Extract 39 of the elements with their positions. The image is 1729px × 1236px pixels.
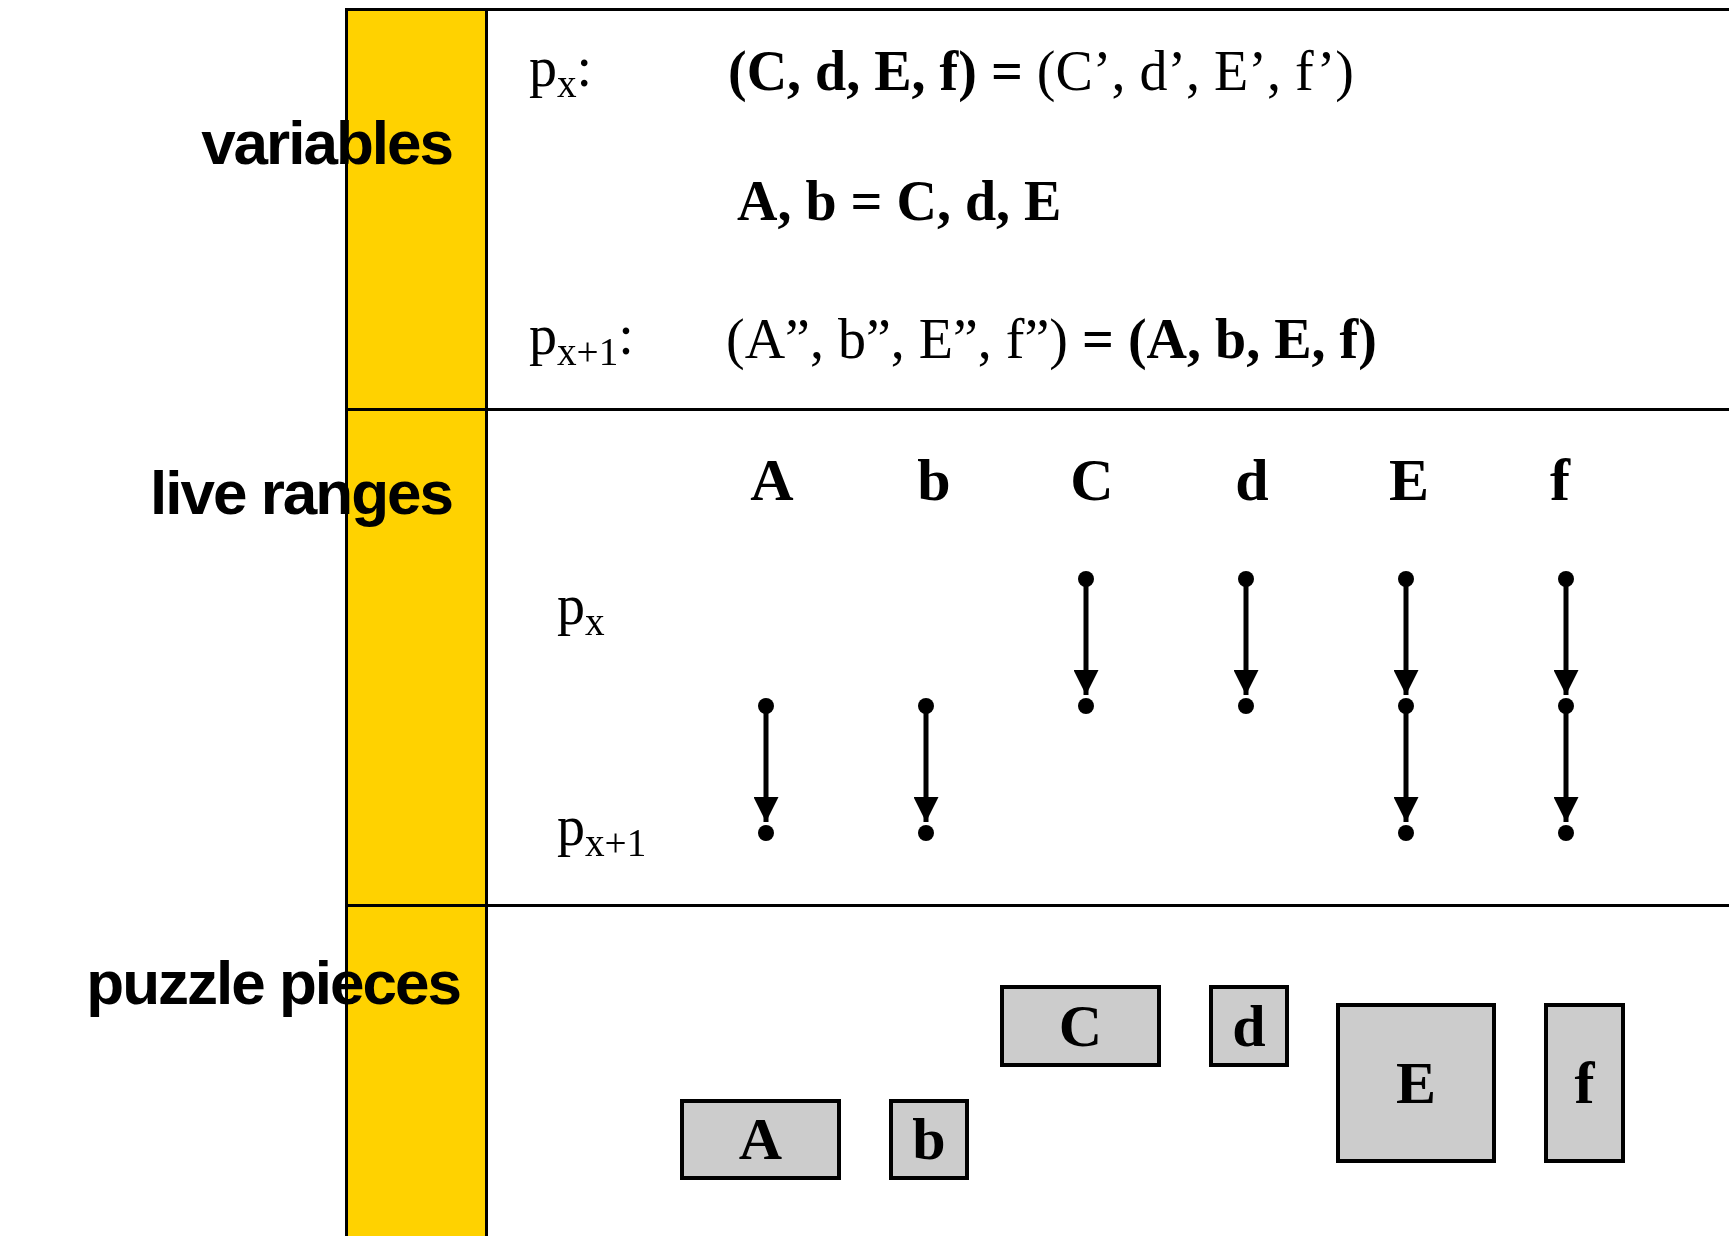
variable-letter: d	[1235, 450, 1269, 510]
formula: A, b = C, d, E	[737, 173, 1062, 229]
variable-letter: b	[917, 450, 951, 510]
puzzle-piece: C	[1000, 985, 1161, 1067]
puzzle-piece: b	[889, 1099, 969, 1180]
point-label: p$_{x}$:	[529, 38, 593, 104]
variable-letter: f	[1550, 450, 1570, 510]
point-dot	[758, 698, 774, 714]
point-label: p$_{x+1}$:	[529, 306, 634, 372]
arrow	[1233, 584, 1259, 695]
point-dot	[1558, 825, 1574, 841]
variable-letter: A	[750, 450, 794, 510]
point-label: p$_{x}$	[557, 576, 605, 642]
point-dot	[1238, 571, 1254, 587]
arrow	[1553, 711, 1579, 822]
point-dot	[1398, 571, 1414, 587]
arrow	[753, 711, 779, 822]
point-dot	[918, 698, 934, 714]
point-dot	[1078, 698, 1094, 714]
arrow	[913, 711, 939, 822]
puzzle-piece: A	[680, 1099, 841, 1180]
point-dot	[918, 825, 934, 841]
point-dot	[1558, 571, 1574, 587]
variable-letter: E	[1389, 450, 1429, 510]
puzzle-piece: f	[1544, 1003, 1625, 1163]
point-dot	[1398, 825, 1414, 841]
arrow	[1553, 584, 1579, 695]
point-dot	[1398, 698, 1414, 714]
puzzle-piece: d	[1209, 985, 1289, 1067]
puzzle-piece: E	[1336, 1003, 1496, 1163]
arrow	[1073, 584, 1099, 695]
point-dot	[758, 825, 774, 841]
point-dot	[1238, 698, 1254, 714]
point-dot	[1558, 698, 1574, 714]
point-label: p$_{x+1}$	[557, 797, 647, 863]
arrow	[1393, 584, 1419, 695]
arrow	[1393, 711, 1419, 822]
variable-letter: C	[1070, 450, 1114, 510]
point-dot	[1078, 571, 1094, 587]
